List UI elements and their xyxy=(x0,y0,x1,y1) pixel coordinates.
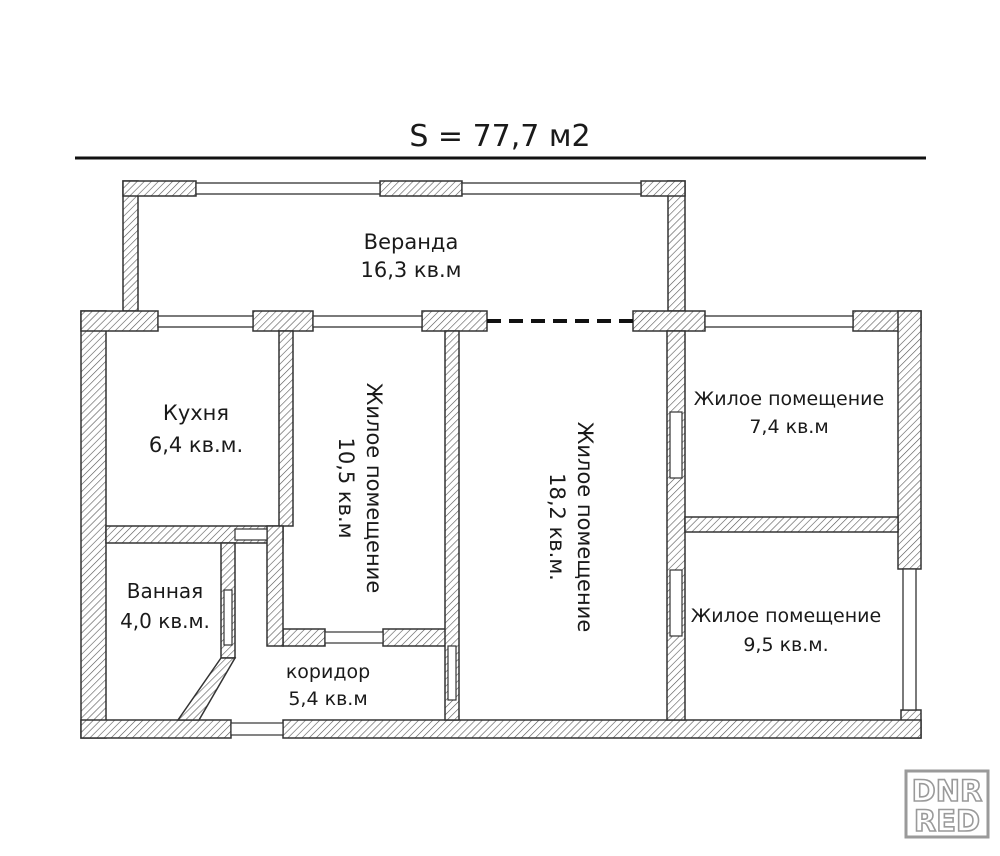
watermark-line2: RED xyxy=(914,804,980,838)
wall-living2-right xyxy=(666,330,686,721)
bathroom-area: 4,0 кв.м. xyxy=(120,609,210,633)
veranda-top-pier-mid xyxy=(379,180,463,197)
kitchen-window xyxy=(157,315,254,328)
windows xyxy=(157,182,917,711)
watermark-logo: DNR RED xyxy=(904,769,990,839)
living4-window xyxy=(902,568,917,711)
living4-area: 9,5 кв.м. xyxy=(743,634,828,656)
living3-window xyxy=(704,315,854,328)
door-kitchen-corridor xyxy=(234,528,268,541)
door-bathroom xyxy=(223,589,233,646)
watermark-line1: DNR xyxy=(912,774,983,808)
veranda-top-pier-left xyxy=(122,180,197,197)
door-corridor-living2 xyxy=(447,645,457,701)
corridor-partition-top xyxy=(266,525,284,647)
door-entrance xyxy=(230,722,284,736)
wall-living1-living2 xyxy=(444,330,460,721)
living3-area: 7,4 кв.м xyxy=(749,416,828,438)
living1-bottom-wall-2 xyxy=(382,628,456,647)
veranda-name: Веранда xyxy=(364,230,459,254)
corridor-area: 5,4 кв.м xyxy=(288,688,367,710)
door-living2-living3 xyxy=(669,411,683,479)
door-openings xyxy=(223,411,683,736)
living3-name: Жилое помещение xyxy=(694,388,884,410)
outer-left-wall xyxy=(80,310,107,739)
top-pier-2 xyxy=(252,310,314,332)
veranda-window-left xyxy=(195,182,381,195)
living1-window xyxy=(312,315,423,328)
total-area-label: S = 77,7 м2 xyxy=(409,119,590,154)
top-pier-3 xyxy=(421,310,488,332)
living2-area: 18,2 кв.м. xyxy=(545,473,569,581)
veranda-top-pier-right xyxy=(640,180,686,197)
veranda-window-right xyxy=(461,182,642,195)
kitchen-right-wall xyxy=(278,330,294,527)
veranda-right-wall xyxy=(667,180,686,312)
door-living2-living4 xyxy=(669,569,683,637)
living4-name: Жилое помещение xyxy=(691,605,881,627)
bathroom-name: Ванная xyxy=(127,579,203,603)
walls xyxy=(80,180,922,739)
living1-name: Жилое помещение xyxy=(362,383,386,593)
living1-bottom-wall xyxy=(282,628,326,647)
bottom-wall-right xyxy=(282,719,922,739)
veranda-left-wall xyxy=(122,180,139,312)
wall-living3-living4 xyxy=(684,516,899,533)
door-living1-corridor xyxy=(324,631,384,644)
veranda-area: 16,3 кв.м xyxy=(360,258,461,282)
corridor-name: коридор xyxy=(286,661,370,683)
living2-name: Жилое помещение xyxy=(573,422,597,632)
top-pier-1 xyxy=(80,310,159,332)
living1-area: 10,5 кв.м xyxy=(334,437,358,538)
bathroom-diagonal-wall xyxy=(176,657,237,721)
outer-right-wall xyxy=(897,310,922,570)
top-pier-4 xyxy=(632,310,706,332)
bottom-wall-left xyxy=(80,719,232,739)
kitchen-name: Кухня xyxy=(163,401,229,425)
kitchen-area: 6,4 кв.м. xyxy=(149,433,243,457)
